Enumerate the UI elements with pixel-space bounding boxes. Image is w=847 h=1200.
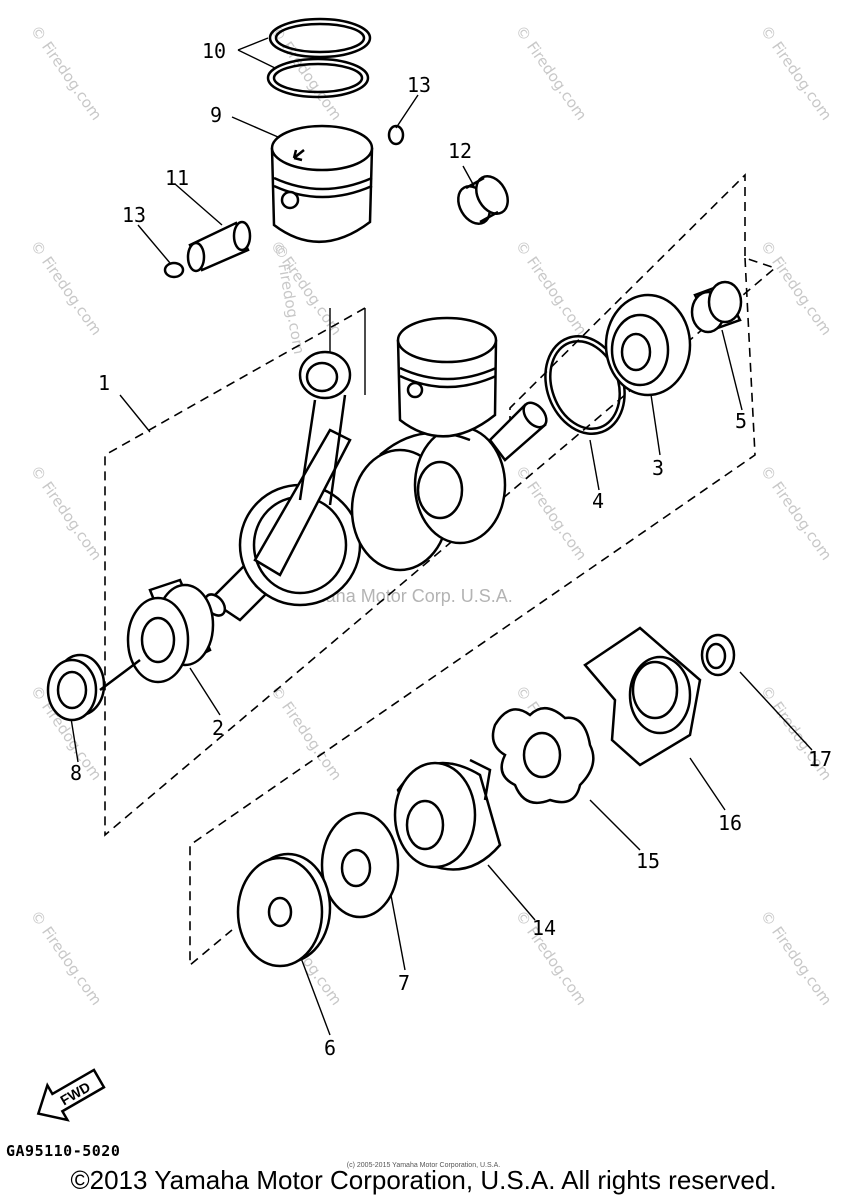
callout-1: 1 xyxy=(98,371,110,395)
piston-rings xyxy=(266,17,372,99)
callout-4: 4 xyxy=(592,489,604,513)
callout-9: 9 xyxy=(210,103,222,127)
callout-16: 16 xyxy=(718,811,742,835)
coupling-16 xyxy=(583,626,702,767)
watermark: © Firedog.com xyxy=(27,22,106,124)
watermark: © Firedog.com xyxy=(271,243,308,356)
watermark: © Firedog.com xyxy=(27,462,106,564)
needle-bearing xyxy=(457,175,509,225)
copyright-notice: ©2013 Yamaha Motor Corporation, U.S.A. A… xyxy=(70,1165,777,1195)
washer-17 xyxy=(700,633,736,677)
watermark: © Firedog.com xyxy=(512,462,591,564)
callout-11: 11 xyxy=(165,166,189,190)
assembled-piston xyxy=(396,316,498,438)
crankshaft xyxy=(203,350,548,622)
callout-12: 12 xyxy=(448,139,472,163)
watermark: © Firedog.com xyxy=(512,22,591,124)
callout-14: 14 xyxy=(532,916,556,940)
watermark: © Firedog.com xyxy=(757,907,836,1009)
callout-2: 2 xyxy=(212,716,224,740)
callout-10: 10 xyxy=(202,39,226,63)
callout-15: 15 xyxy=(636,849,660,873)
oil-seal xyxy=(46,653,141,722)
group-outline xyxy=(104,173,777,967)
watermark: © Firedog.com xyxy=(757,22,836,124)
watermark: © Firedog.com xyxy=(512,237,591,339)
callout-labels: 1 2 3 4 5 6 7 8 9 10 11 12 13 13 14 15 1… xyxy=(70,39,832,1060)
callout-13-top: 13 xyxy=(407,73,431,97)
circlips xyxy=(163,124,405,279)
callout-5: 5 xyxy=(735,409,747,433)
fineprint: (c) 2005-2015 Yamaha Motor Corporation, … xyxy=(346,1162,501,1169)
watermark: © Firedog.com xyxy=(757,462,836,564)
fwd-arrow-icon: FWD xyxy=(36,1068,106,1122)
bearing-3 xyxy=(604,293,692,397)
callout-6: 6 xyxy=(324,1036,336,1060)
callout-7: 7 xyxy=(398,971,410,995)
watermark: © Firedog.com xyxy=(27,237,106,339)
piston-pin xyxy=(186,220,252,273)
callout-17: 17 xyxy=(808,747,832,771)
callout-3: 3 xyxy=(652,456,664,480)
piston xyxy=(270,124,374,243)
bearing-2 xyxy=(126,578,215,684)
callout-8: 8 xyxy=(70,761,82,785)
watermark-center: Yamaha Motor Corp. U.S.A. xyxy=(290,586,513,606)
diagram-code: GA95110-5020 xyxy=(6,1142,121,1160)
watermark: © Firedog.com xyxy=(267,682,346,784)
plate-6 xyxy=(236,852,332,968)
coupling-14 xyxy=(393,758,502,871)
watermark: © Firedog.com xyxy=(757,237,836,339)
washer-7 xyxy=(320,811,400,919)
leader-lines xyxy=(69,37,813,1036)
damper-15 xyxy=(491,707,595,805)
callout-13-left: 13 xyxy=(122,203,146,227)
watermark: © Firedog.com xyxy=(27,907,106,1009)
bushing xyxy=(690,280,743,334)
